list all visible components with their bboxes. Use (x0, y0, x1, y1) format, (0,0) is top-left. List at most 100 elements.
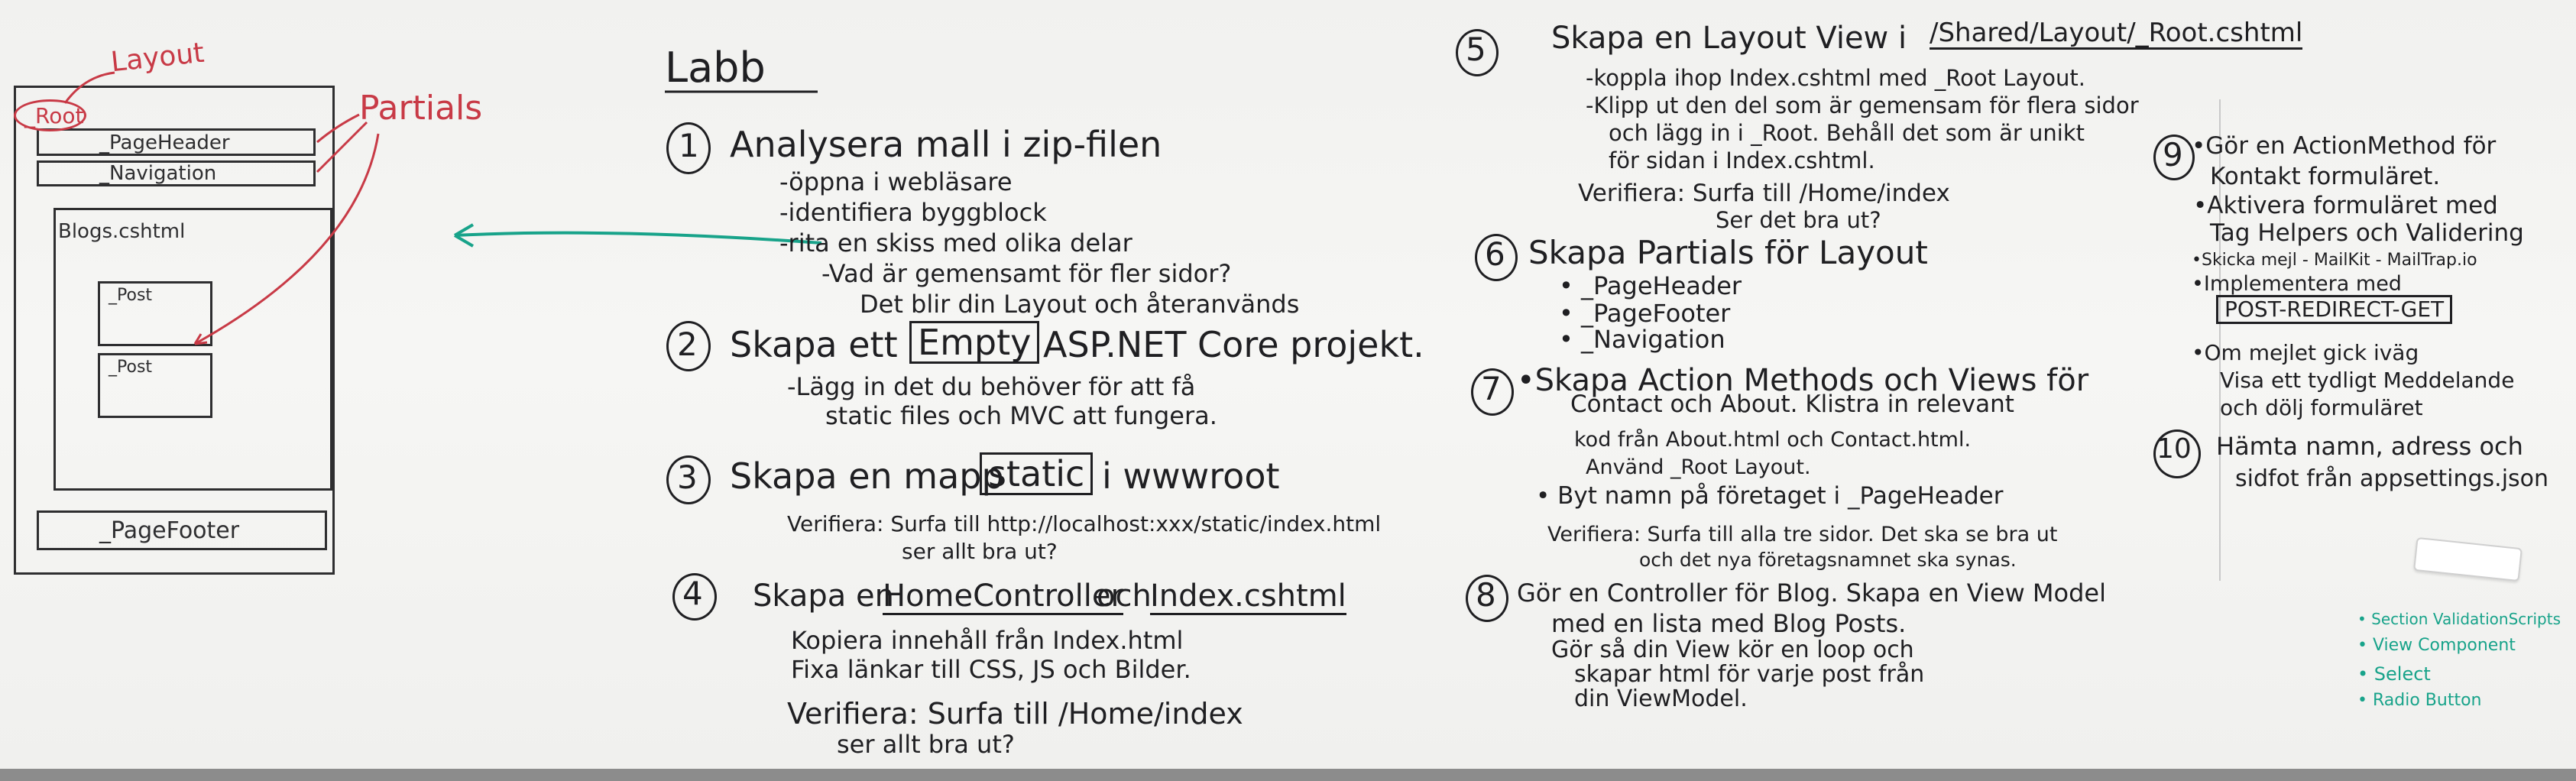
step-9-circle (2153, 134, 2195, 180)
step-4-circle (672, 573, 717, 621)
sketch-footer-box (37, 510, 327, 550)
step-2-line-2: static files och MVC att fungera. (825, 401, 1217, 430)
step-6-circle (1475, 234, 1518, 281)
step-8-line-4: skapar html för varje post från (1574, 661, 1925, 688)
step-2-line-1: -Lägg in det du behöver för att få (787, 372, 1196, 401)
step-1-circle (666, 122, 711, 174)
step-3-number: 3 (677, 459, 698, 496)
step-9-line-6: •Implementera med (2192, 272, 2402, 296)
step-9-line-5: •Skicka mejl - MailKit - MailTrap.io (2192, 251, 2477, 270)
step-1-line-5: Det blir din Layout och återanvänds (860, 290, 1300, 319)
step-9-line-2: Kontakt formuläret. (2210, 163, 2441, 190)
teal-note-4: • Radio Button (2357, 691, 2482, 710)
step-8-line-1: Gör en Controller för Blog. Skapa en Vie… (1517, 578, 2106, 608)
step-5-line-2: -Klipp ut den del som är gemensam för fl… (1586, 92, 2139, 118)
sketch-pageheader-label: _PageHeader (99, 131, 230, 154)
step-6-bullet-2: • _PageFooter (1559, 301, 1730, 326)
sketch-pagefooter-label: _PageFooter (99, 517, 240, 544)
step-8-number: 8 (1476, 576, 1496, 614)
step-4-line-3: Verifiera: Surfa till /Home/index (787, 697, 1243, 731)
step-9-line-9: och dölj formuläret (2220, 395, 2423, 420)
step-8-line-5: din ViewModel. (1574, 685, 1748, 712)
step-10-circle (2153, 429, 2201, 478)
step-5-line-3: och lägg in i _Root. Behåll det som är u… (1609, 120, 2085, 146)
step-2-number: 2 (677, 326, 698, 363)
sketch-root-circle (14, 99, 86, 131)
step-7-line-2: kod från About.html och Contact.html. (1574, 428, 1972, 452)
step-2-boxed-empty: Empty (909, 321, 1040, 364)
step-3-line-1: Verifiera: Surfa till http://localhost:x… (787, 511, 1382, 536)
teal-note-2: • View Component (2357, 636, 2516, 655)
step-1-title: Analysera mall i zip-filen (730, 124, 1162, 165)
step-7-title: •Skapa Action Methods och Views för (1517, 363, 2089, 398)
sketch-navigation-label: _Navigation (99, 162, 217, 185)
step-5-line-5: Verifiera: Surfa till /Home/index (1578, 180, 1950, 207)
step-3-circle (666, 455, 711, 504)
teal-note-1: • Section ValidationScripts (2357, 610, 2561, 628)
step-9-line-1: •Gör en ActionMethod för (2192, 132, 2497, 160)
step-5-line-6: Ser det bra ut? (1716, 207, 1881, 233)
step-8-circle (1466, 575, 1508, 622)
step-4-title-mid: och (1097, 578, 1152, 614)
whiteboard-eraser (2413, 536, 2523, 582)
step-1-line-3: -rita en skiss med olika delar (779, 228, 1132, 258)
step-1-line-1: -öppna i webläsare (779, 167, 1013, 196)
step-7-line-6: och det nya företagsnamnet ska synas. (1639, 549, 2017, 571)
step-5-title-pre: Skapa en Layout View i (1551, 21, 1907, 56)
step-1-line-2: -identifiera byggblock (779, 198, 1047, 227)
step-4-number: 4 (682, 575, 703, 612)
step-9-line-7: •Om mejlet gick iväg (2192, 340, 2419, 365)
step-4-title-pre: Skapa en (753, 578, 894, 614)
step-5-line-4: för sidan i Index.cshtml. (1609, 147, 1875, 173)
step-7-circle (1471, 368, 1514, 416)
bullet-dot: • (1559, 299, 1582, 328)
step-5-number: 5 (1466, 31, 1486, 68)
step-6-bullet-1: • _PageHeader (1559, 274, 1742, 298)
step-7-line-5: Verifiera: Surfa till alla tre sidor. De… (1547, 523, 2058, 546)
whiteboard-tray (0, 769, 2576, 781)
step-3-line-2: ser allt bra ut? (902, 539, 1058, 564)
step-4-title-controller: HomeController (883, 578, 1123, 615)
step-3-title-post: i wwwroot (1102, 455, 1280, 497)
step-10-number: 10 (2156, 433, 2192, 465)
teal-arrow (454, 231, 822, 245)
step-6-bullet-1-text: _PageHeader (1581, 271, 1742, 300)
sketch-blogs-label: Blogs.cshtml (58, 220, 186, 243)
step-7-number: 7 (1481, 370, 1502, 407)
labb-title: Labb (665, 44, 766, 92)
bullet-dot: • (1559, 325, 1582, 354)
step-7-line-4: • Byt namn på företaget i _PageHeader (1536, 482, 2004, 510)
step-5-title-path: /Shared/Layout/_Root.cshtml (1930, 18, 2303, 50)
step-9-line-3: •Aktivera formuläret med (2193, 192, 2498, 219)
step-10-line-2: sidfot från appsettings.json (2235, 465, 2549, 492)
step-6-bullet-3-text: _Navigation (1581, 325, 1725, 354)
step-4-title-index: Index.cshtml (1150, 578, 1346, 615)
step-5-circle (1456, 29, 1499, 76)
sketch-layout-label: Layout (109, 37, 206, 79)
step-2-circle (666, 321, 711, 371)
step-6-number: 6 (1485, 235, 1505, 273)
step-4-line-2: Fixa länkar till CSS, JS och Bilder. (791, 655, 1191, 684)
step-9-number: 9 (2163, 136, 2183, 173)
step-6-bullet-3: • _Navigation (1559, 327, 1725, 352)
step-4-line-4: ser allt bra ut? (837, 730, 1015, 759)
bullet-dot: • (1559, 271, 1582, 300)
step-3-boxed-static: static (980, 452, 1094, 495)
step-4-line-1: Kopiera innehåll från Index.html (791, 626, 1184, 655)
sketch-root-label: _Root (24, 103, 84, 128)
step-8-line-2: med en lista med Blog Posts. (1551, 609, 1907, 638)
step-1-number: 1 (679, 127, 699, 164)
step-10-line-1: Hämta namn, adress och (2216, 432, 2523, 461)
step-8-line-3: Gör så din View kör en loop och (1551, 637, 1914, 663)
sketch-post-box-2 (98, 353, 212, 418)
sketch-post-label-1: _Post (109, 286, 153, 305)
sketch-blogs-box (53, 208, 332, 491)
step-2-title-post: ASP.NET Core projekt. (1043, 324, 1424, 365)
teal-note-3: • Select (2357, 663, 2431, 685)
step-3-title-pre: Skapa en mapp (730, 455, 1004, 497)
step-6-title: Skapa Partials för Layout (1528, 234, 1928, 271)
step-7-line-1: Contact och About. Klistra in relevant (1570, 390, 2014, 418)
step-7-line-3: Använd _Root Layout. (1586, 455, 1811, 479)
sketch-post-label-2: _Post (109, 358, 153, 377)
